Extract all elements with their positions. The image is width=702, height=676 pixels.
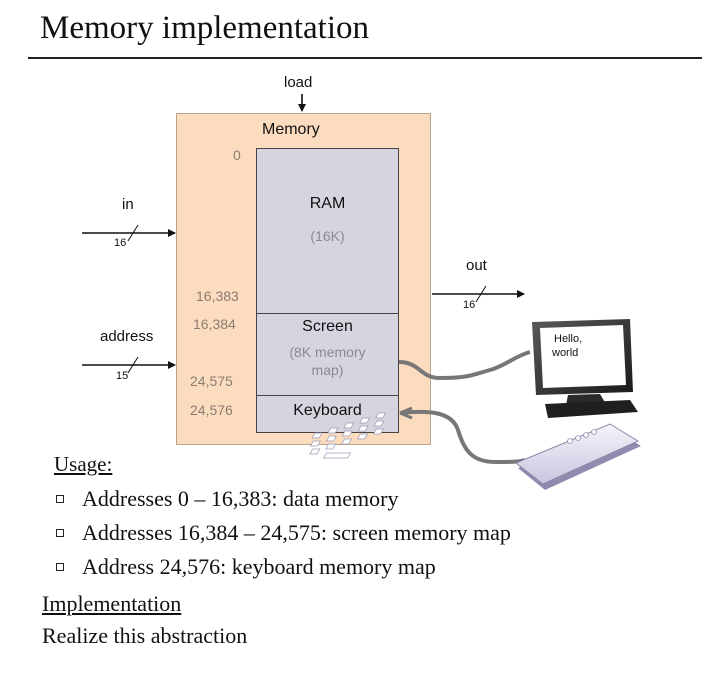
ram-size-label: (16K) <box>310 228 345 244</box>
in-width-label: 16 <box>114 237 127 249</box>
keyboard-icon <box>309 412 641 490</box>
bullet-square-icon <box>56 529 64 537</box>
monitor-text-line-1: Hello, <box>554 333 583 345</box>
screen-cell <box>256 313 399 396</box>
usage-item: Addresses 16,384 – 24,575: screen memory… <box>54 520 511 554</box>
monitor-text-line-2: world <box>552 347 579 359</box>
usage-heading: Usage: <box>54 452 113 476</box>
usage-item-text: Addresses 16,384 – 24,575: screen memory… <box>82 520 511 545</box>
address-width-label: 15 <box>116 370 129 382</box>
usage-item-text: Addresses 0 – 16,383: data memory <box>82 486 399 511</box>
usage-item: Address 24,576: keyboard memory map <box>54 554 511 588</box>
address-16384-label: 16,384 <box>193 316 236 332</box>
address-24576-label: 24,576 <box>190 402 233 418</box>
keyboard-cable <box>400 409 526 465</box>
in-bus-slash <box>127 224 139 242</box>
bullet-square-icon <box>56 495 64 503</box>
slide-title: Memory implementation <box>40 10 370 46</box>
keyboard-label: Keyboard <box>293 402 362 419</box>
bullet-square-icon <box>56 563 64 571</box>
screen-sub-label-1: (8K memory <box>289 344 366 360</box>
ram-cell <box>256 148 399 314</box>
implementation-text: Realize this abstraction <box>42 623 248 648</box>
screen-cable <box>398 350 531 381</box>
address-bus-slash <box>127 356 139 374</box>
address-24575-label: 24,575 <box>190 373 233 389</box>
out-width-label: 16 <box>463 299 476 311</box>
usage-item: Addresses 0 – 16,383: data memory <box>54 486 511 520</box>
keyboard-cell <box>256 395 399 433</box>
out-label: out <box>466 257 487 274</box>
out-bus-slash <box>475 285 487 303</box>
screen-sub-label-2: map) <box>311 362 344 378</box>
screen-label: Screen <box>302 318 353 335</box>
monitor-icon <box>532 319 638 418</box>
usage-list: Addresses 0 – 16,383: data memory Addres… <box>54 486 511 588</box>
address-label: address <box>100 328 154 345</box>
implementation-heading: Implementation <box>42 591 182 616</box>
memory-label: Memory <box>262 121 320 138</box>
ram-label: RAM <box>309 195 346 212</box>
load-label: load <box>284 74 313 91</box>
title-underline <box>28 57 702 59</box>
in-label: in <box>122 196 134 213</box>
address-16383-label: 16,383 <box>196 288 239 304</box>
usage-item-text: Address 24,576: keyboard memory map <box>82 554 436 579</box>
address-0-label: 0 <box>233 147 241 163</box>
